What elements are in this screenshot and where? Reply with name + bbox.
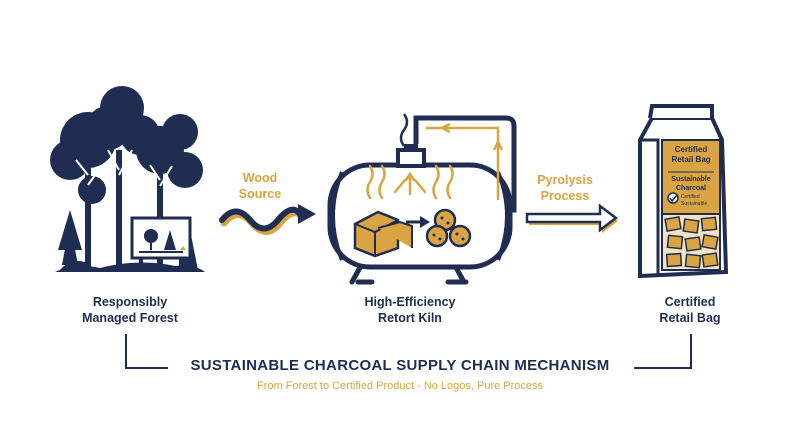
pyrolysis-line1: Pyrolysis <box>537 173 593 187</box>
forest-label-line1: Responsibly <box>92 295 168 309</box>
wood-source-arrow <box>219 204 316 235</box>
kiln-label: High-Efficiency Retort Kiln <box>335 294 485 326</box>
wood-source-label: Wood Source <box>225 170 295 202</box>
wood-source-line2: Source <box>238 187 282 201</box>
pyrolysis-arrow <box>525 203 619 233</box>
diagram-title: SUSTAINABLE CHARCOAL SUPPLY CHAIN MECHAN… <box>190 357 610 374</box>
bag-label-line1: Certified <box>664 295 716 309</box>
diagram-subtitle: From Forest to Certified Product - No Lo… <box>256 380 544 392</box>
charcoal-bag-icon: Certified Retail Bag Sustainable Charcoa… <box>638 104 729 279</box>
bag-label-top2: Retail Bag <box>671 155 710 164</box>
wood-source-line1: Wood <box>242 171 278 185</box>
forest-label: Responsibly Managed Forest <box>55 294 205 326</box>
pyrolysis-label: Pyrolysis Process <box>525 172 605 204</box>
bracket-right <box>634 334 692 369</box>
kiln-label-line1: High-Efficiency <box>364 295 456 309</box>
pyrolysis-line2: Process <box>540 189 590 203</box>
bracket-left <box>125 334 168 369</box>
bag-label-line2: Retail Bag <box>659 311 721 325</box>
forest-sign-icon <box>130 216 192 272</box>
bag-label: Certified Retail Bag <box>615 294 765 326</box>
kiln-icon <box>327 113 517 285</box>
bag-label-top1: Certified <box>675 145 708 154</box>
bag-seal-2: Sustainable <box>681 201 707 207</box>
kiln-label-line2: Retort Kiln <box>378 311 442 325</box>
bag-label-mid1: Sustainable <box>671 176 710 183</box>
bag-label-mid2: Charcoal <box>676 185 706 192</box>
bag-seal-1: Certified <box>681 194 700 200</box>
forest-label-line2: Managed Forest <box>82 311 178 325</box>
